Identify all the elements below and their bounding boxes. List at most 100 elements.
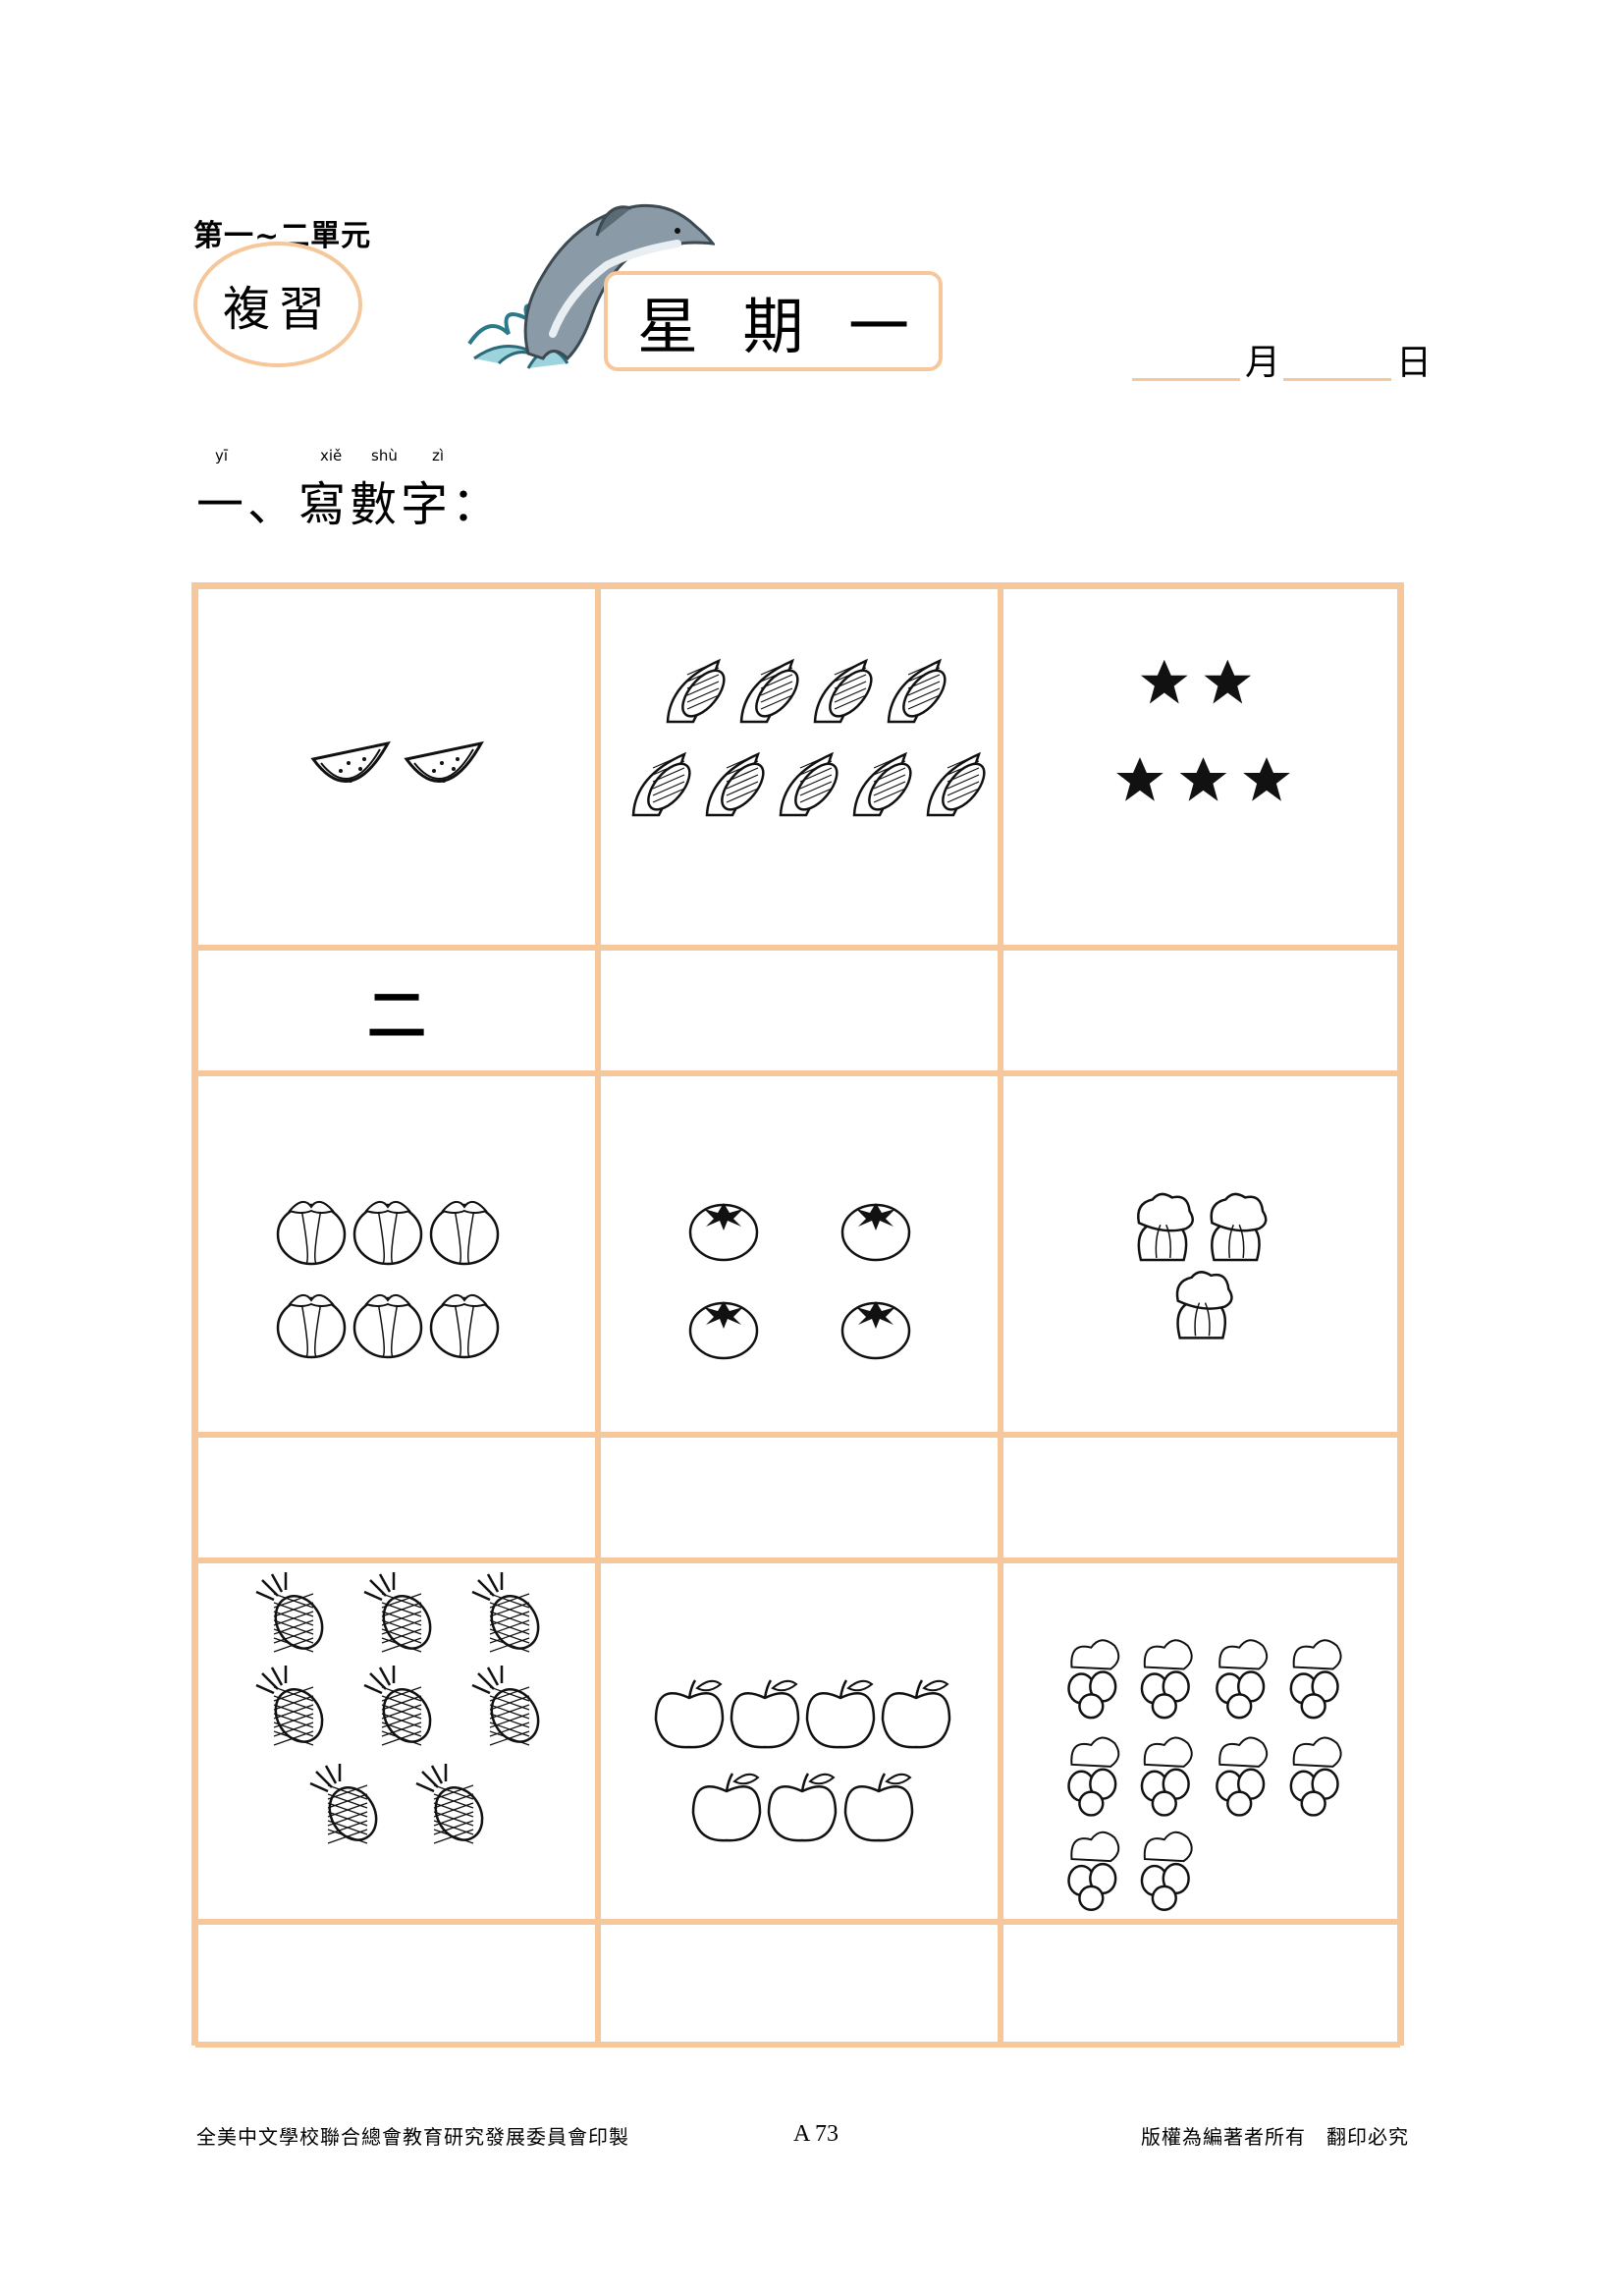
star-icon <box>1116 757 1163 801</box>
pinyin-yi: yī <box>215 447 229 465</box>
loquat-icon <box>1289 1736 1342 1817</box>
pineapple-icon <box>363 1572 432 1653</box>
answer-cell[interactable] <box>1001 948 1400 1073</box>
pineapple-icon <box>471 1572 540 1653</box>
corn-icon <box>631 751 691 817</box>
star-icon <box>1243 757 1290 801</box>
watermelon-icon <box>404 740 484 783</box>
cabbage-group <box>1137 1192 1268 1339</box>
persimmon-group <box>276 1200 500 1359</box>
star-icon <box>1140 659 1188 704</box>
star-group <box>1116 659 1290 801</box>
tomato-icon <box>688 1301 759 1360</box>
pineapple-group <box>255 1572 540 1844</box>
corn-icon <box>739 658 799 724</box>
pineapple-icon <box>255 1572 324 1653</box>
persimmon-icon <box>276 1200 347 1266</box>
corn-group <box>631 658 986 817</box>
picture-cell <box>598 586 1001 948</box>
pinyin-shu: shù <box>371 447 398 465</box>
review-badge: 複習 <box>193 242 362 367</box>
loquat-icon <box>1216 1639 1269 1720</box>
pinyin-zi: zì <box>432 447 445 465</box>
page-number: A 73 <box>793 2121 839 2147</box>
section-heading: 一、寫數字： <box>196 477 504 532</box>
persimmon-icon <box>429 1293 500 1359</box>
weekday-box: 星 期 一 <box>604 271 943 371</box>
picture-cell <box>195 1560 598 1922</box>
loquat-icon <box>1216 1736 1269 1817</box>
tomato-icon <box>840 1301 911 1360</box>
apple-icon <box>691 1773 762 1842</box>
answer-cell[interactable] <box>1001 1435 1400 1560</box>
loquat-icon <box>1289 1639 1342 1720</box>
answer-cell[interactable] <box>598 1922 1001 2048</box>
review-label: 複習 <box>222 282 333 337</box>
footer-publisher: 全美中文學校聯合總會教育研究發展委員會印製 <box>196 2125 629 2149</box>
cabbage-icon <box>1210 1192 1268 1262</box>
tomato-icon <box>688 1203 759 1262</box>
answer-cell[interactable]: 二 <box>195 948 598 1073</box>
corn-icon <box>852 751 912 817</box>
cabbage-icon <box>1175 1271 1233 1339</box>
loquat-icon <box>1140 1639 1193 1720</box>
loquat-icon <box>1067 1831 1120 1911</box>
dolphin-icon <box>467 203 715 369</box>
answer-text <box>1003 951 1397 1070</box>
answer-text <box>198 1925 595 2045</box>
answer-cell[interactable] <box>598 948 1001 1073</box>
footer-copyright: 版權為編著者所有 翻印必究 <box>1141 2125 1409 2149</box>
watermelon-icon <box>310 740 391 783</box>
persimmon-icon <box>352 1293 423 1359</box>
corn-icon <box>887 658 947 724</box>
watermelon-group <box>310 740 484 783</box>
pineapple-icon <box>471 1666 540 1746</box>
picture-cell <box>1001 1073 1400 1435</box>
weekday-char-3: 一 <box>847 291 909 362</box>
day-label: 日 <box>1396 343 1433 383</box>
corn-icon <box>666 658 726 724</box>
answer-text <box>601 1925 998 2045</box>
cabbage-icon <box>1137 1192 1195 1262</box>
tomato-group <box>688 1203 911 1360</box>
answer-text <box>1003 1438 1397 1558</box>
persimmon-icon <box>276 1293 347 1359</box>
apple-icon <box>881 1679 951 1749</box>
star-icon <box>1204 659 1252 704</box>
pineapple-icon <box>309 1764 378 1844</box>
apple-icon <box>805 1679 876 1749</box>
corn-icon <box>926 751 986 817</box>
answer-cell[interactable] <box>1001 1922 1400 2048</box>
day-blank[interactable] <box>1283 378 1391 381</box>
weekday-char-1: 星 <box>637 291 699 362</box>
loquat-group <box>1067 1639 1342 1911</box>
pinyin-xie: xiě <box>320 447 343 465</box>
answer-text <box>1003 1925 1397 2045</box>
loquat-icon <box>1140 1736 1193 1817</box>
apple-group <box>654 1679 951 1842</box>
answer-text <box>601 1438 998 1558</box>
picture-cell <box>598 1560 1001 1922</box>
answer-text: 二 <box>367 981 426 1051</box>
corn-icon <box>813 658 873 724</box>
worksheet-grid: 二 <box>191 582 1404 2048</box>
apple-icon <box>654 1679 725 1749</box>
answer-cell[interactable] <box>195 1435 598 1560</box>
answer-cell[interactable] <box>598 1435 1001 1560</box>
corn-icon <box>779 751 839 817</box>
loquat-icon <box>1067 1639 1120 1720</box>
picture-cell <box>598 1073 1001 1435</box>
apple-icon <box>767 1773 838 1842</box>
answer-text <box>198 1438 595 1558</box>
month-blank[interactable] <box>1132 378 1240 381</box>
picture-cell <box>195 1073 598 1435</box>
loquat-icon <box>1140 1831 1193 1911</box>
pineapple-icon <box>415 1764 484 1844</box>
answer-cell[interactable] <box>195 1922 598 2048</box>
star-icon <box>1179 757 1227 801</box>
month-label: 月 <box>1245 343 1281 383</box>
persimmon-icon <box>429 1200 500 1266</box>
tomato-icon <box>840 1203 911 1262</box>
apple-icon <box>843 1773 914 1842</box>
picture-cell <box>195 586 598 948</box>
